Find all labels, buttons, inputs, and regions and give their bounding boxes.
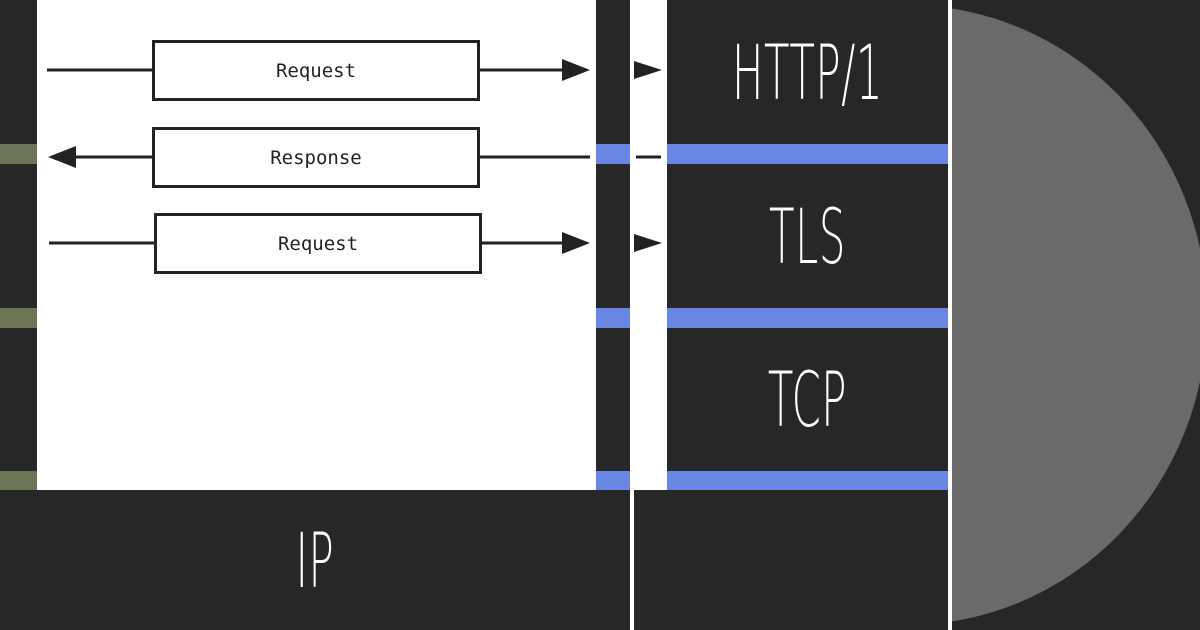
ip-layer xyxy=(0,490,630,630)
left-separator-3 xyxy=(0,471,37,491)
stack-separator-1 xyxy=(667,144,948,164)
arrow-head-right xyxy=(634,61,662,79)
middle-column xyxy=(596,0,630,490)
bottom-middle-panel xyxy=(634,490,948,630)
arrow-head-left xyxy=(48,146,76,168)
layer-tls: TLS xyxy=(768,191,846,281)
middle-separator-1 xyxy=(596,144,630,164)
arrow-head-right xyxy=(634,234,662,252)
middle-separator-3 xyxy=(596,471,630,491)
message-request-2: Request xyxy=(154,213,482,274)
protocol-stack xyxy=(667,0,948,490)
stack-separator-3 xyxy=(667,471,948,491)
layer-ip: IP xyxy=(295,515,335,605)
layer-http: HTTP/1 xyxy=(732,27,883,117)
left-separator-2 xyxy=(0,308,37,328)
message-request-1: Request xyxy=(152,40,480,101)
middle-separator-2 xyxy=(596,308,630,328)
message-response: Response xyxy=(152,127,480,188)
layer-tcp: TCP xyxy=(767,355,848,444)
arrow-head-right xyxy=(562,232,590,254)
stack-separator-2 xyxy=(667,308,948,328)
left-separator-1 xyxy=(0,144,37,164)
right-panel xyxy=(952,0,1200,630)
arrow-head-right xyxy=(562,59,590,81)
left-edge-panel xyxy=(0,0,37,490)
